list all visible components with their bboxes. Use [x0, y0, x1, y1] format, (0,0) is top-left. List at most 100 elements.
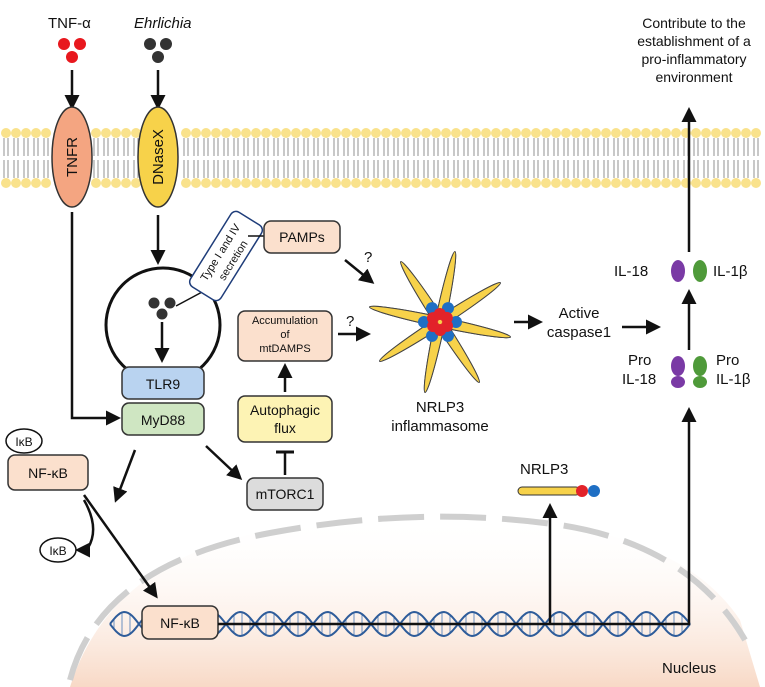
- tnf-dot: [74, 38, 86, 50]
- nrlp3-free-molecule: [517, 485, 600, 497]
- inflammasome-label-line2: inflammasome: [391, 418, 489, 435]
- lipid-head: [381, 128, 391, 138]
- uncertain-mark-mtdamps: ?: [346, 313, 354, 330]
- lipid-head: [521, 178, 531, 188]
- nrlp3-inflammasome: [369, 251, 511, 393]
- nfkb-nucleus-box: NF-κB: [141, 605, 219, 640]
- lipid-head: [461, 178, 471, 188]
- lipid-head: [311, 128, 321, 138]
- lipid-head: [541, 178, 551, 188]
- lipid-head: [701, 178, 711, 188]
- lipid-head: [1, 178, 11, 188]
- lipid-head: [531, 128, 541, 138]
- lipid-head: [181, 128, 191, 138]
- outcome-line4: environment: [655, 69, 732, 85]
- secretion-tag: Type I and IV secretion: [188, 210, 264, 302]
- lipid-head: [351, 128, 361, 138]
- lipid-head: [511, 128, 521, 138]
- outcome-text: Contribute to the establishment of a pro…: [637, 15, 751, 85]
- lipid-head: [91, 178, 101, 188]
- lipid-head: [191, 178, 201, 188]
- pro-il1b-domain: [693, 376, 707, 388]
- lipid-head: [241, 128, 251, 138]
- lipid-head: [521, 128, 531, 138]
- pro-il18-domain: [671, 376, 685, 388]
- lipid-head: [421, 178, 431, 188]
- lipid-head: [491, 178, 501, 188]
- il1b-label: IL-1β: [713, 263, 748, 280]
- lipid-head: [221, 128, 231, 138]
- lipid-head: [661, 128, 671, 138]
- lipid-head: [341, 128, 351, 138]
- lipid-head: [251, 128, 261, 138]
- ikb-released-label: IκB: [49, 544, 66, 558]
- lipid-head: [181, 178, 191, 188]
- lipid-head: [731, 178, 741, 188]
- ehrlichia-group: Ehrlichia: [134, 15, 192, 110]
- lipid-head: [311, 178, 321, 188]
- ikb-bound: IκB: [5, 428, 43, 454]
- pro-il1b-label-line2: IL-1β: [716, 371, 751, 388]
- lipid-head: [491, 128, 501, 138]
- ehrlichia-dot: [156, 308, 168, 320]
- tlr9-box: TLR9: [121, 366, 205, 400]
- lipid-head: [21, 128, 31, 138]
- arrow-nfkb-to-nucleus: [82, 494, 158, 599]
- nrlp3-free-label: NRLP3: [520, 461, 568, 478]
- lipid-head: [91, 128, 101, 138]
- lipid-head: [331, 178, 341, 188]
- lipid-head: [361, 128, 371, 138]
- lipid-head: [271, 178, 281, 188]
- lipid-head: [271, 128, 281, 138]
- pro-il18-label-line2: IL-18: [622, 371, 656, 388]
- lipid-head: [731, 128, 741, 138]
- pro-il1b-label-line1: Pro: [716, 352, 739, 369]
- lipid-head: [261, 178, 271, 188]
- lipid-head: [261, 128, 271, 138]
- inflammasome-petal: [379, 282, 501, 362]
- dnasex-label: DNaseX: [150, 129, 167, 185]
- lipid-head: [721, 178, 731, 188]
- lipid-head: [111, 178, 121, 188]
- lipid-head: [451, 128, 461, 138]
- lipid-head: [371, 128, 381, 138]
- lipid-head: [321, 128, 331, 138]
- ehrlichia-dot: [144, 38, 156, 50]
- lipid-head: [511, 178, 521, 188]
- lipid-head: [201, 128, 211, 138]
- mtdamps-box: Accumulation of mtDAMPS: [237, 310, 333, 362]
- il18-molecule: [671, 260, 685, 282]
- lipid-head: [621, 128, 631, 138]
- lipid-head: [591, 128, 601, 138]
- lipid-head: [741, 178, 751, 188]
- pro-il1b-molecule: [693, 356, 707, 376]
- lipid-head: [301, 128, 311, 138]
- lipid-head: [401, 178, 411, 188]
- lipid-head: [611, 128, 621, 138]
- lipid-head: [391, 178, 401, 188]
- lipid-head: [101, 178, 111, 188]
- lipid-head: [651, 128, 661, 138]
- lipid-head: [11, 128, 21, 138]
- lipid-head: [301, 178, 311, 188]
- lipid-head: [291, 128, 301, 138]
- pro-il18-label-line1: Pro: [628, 352, 651, 369]
- ehrlichia-dot: [152, 51, 164, 63]
- arrow-tnfr-to-myd88: [70, 212, 121, 426]
- ehrlichia-label: Ehrlichia: [134, 15, 192, 32]
- lipid-head: [401, 128, 411, 138]
- lipid-head: [641, 128, 651, 138]
- lipid-head: [321, 178, 331, 188]
- myd88-label: MyD88: [141, 412, 186, 428]
- lipid-head: [411, 178, 421, 188]
- uncertain-mark-pamps: ?: [364, 249, 372, 266]
- mature-cytokines: IL-18 IL-1β: [614, 260, 748, 282]
- lipid-head: [231, 128, 241, 138]
- lipid-head: [751, 178, 761, 188]
- lipid-head: [431, 178, 441, 188]
- pro-cytokines: Pro IL-18 Pro IL-1β: [622, 352, 751, 388]
- cell-membrane: [1, 128, 761, 188]
- lipid-head: [581, 178, 591, 188]
- lipid-head: [221, 178, 231, 188]
- autophagic-flux-box: Autophagic flux: [237, 395, 333, 443]
